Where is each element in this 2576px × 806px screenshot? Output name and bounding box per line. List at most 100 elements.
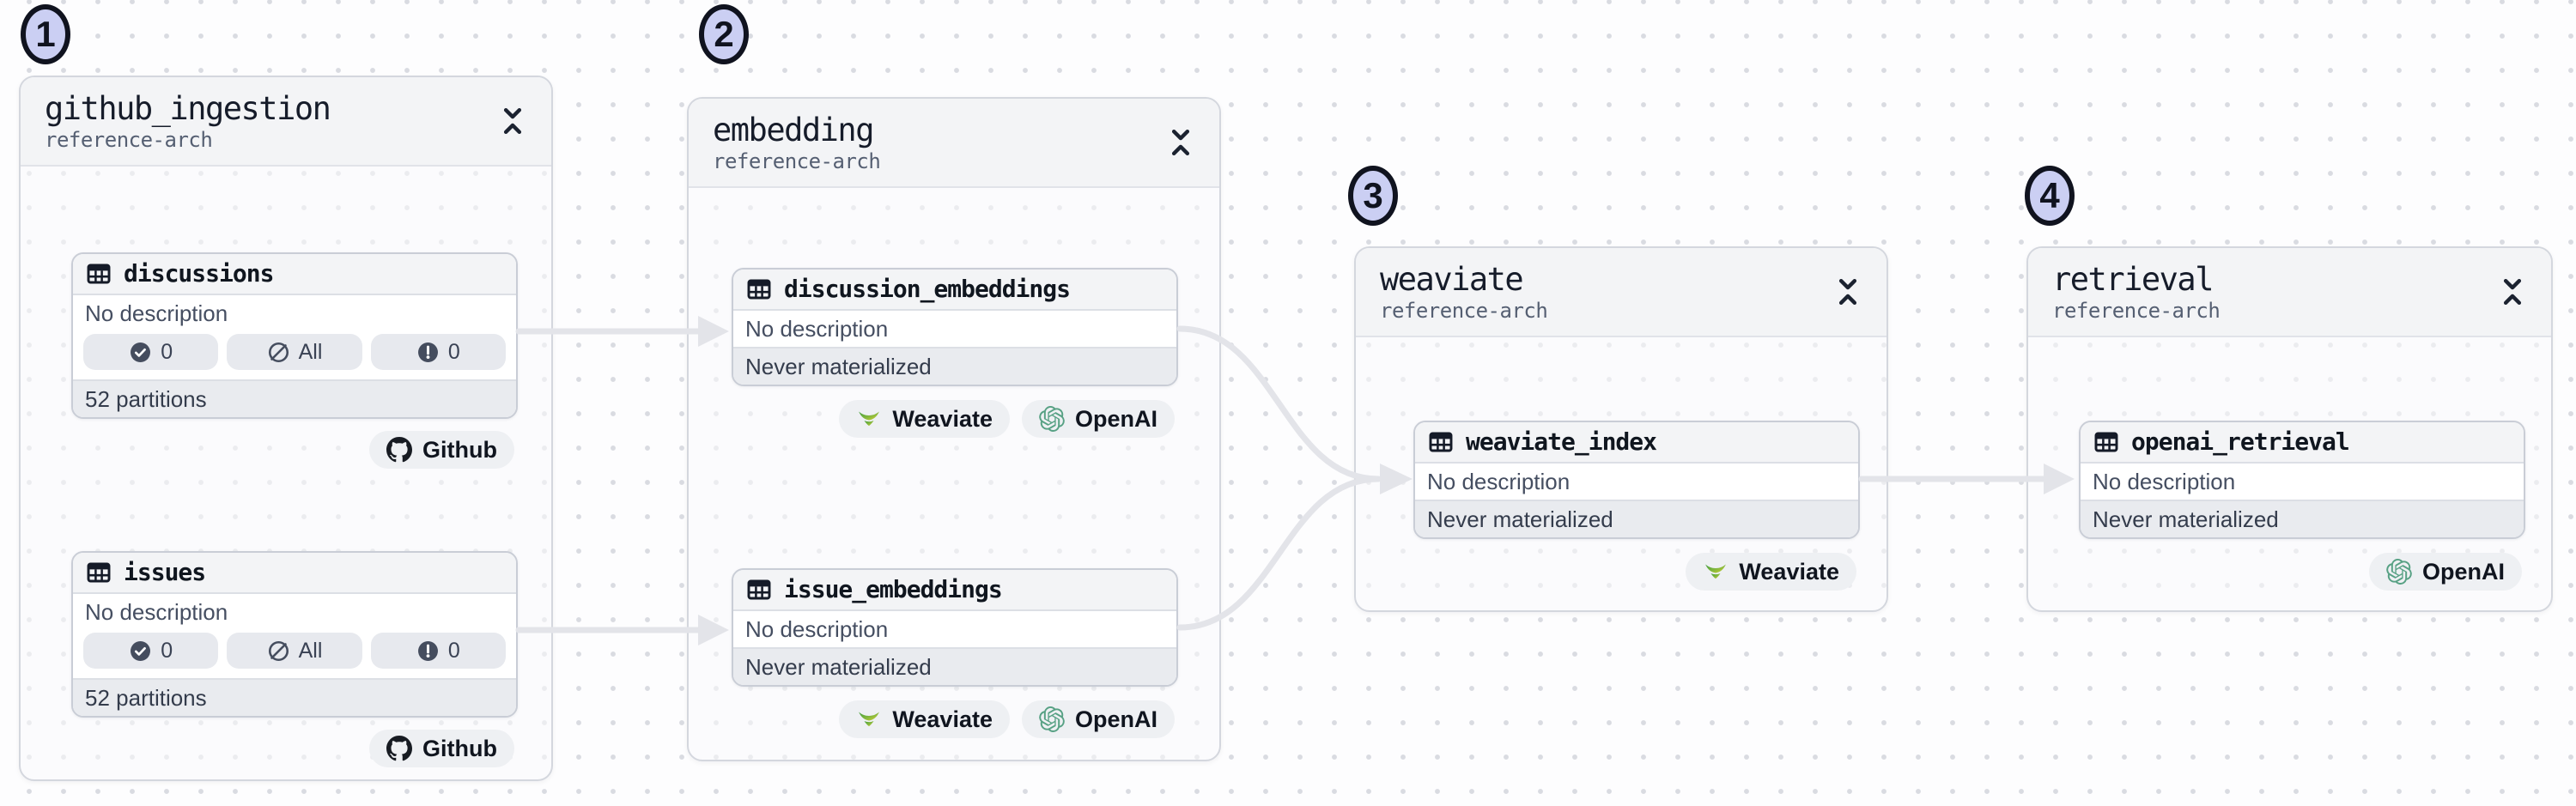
kind-tag-label: OpenAI — [1074, 405, 1157, 432]
collapse-icon — [1835, 276, 1861, 307]
group-header[interactable]: github_ingestion reference-arch — [21, 77, 551, 167]
asset-node-discussions[interactable]: discussions No description 0 All 0 — [71, 252, 518, 419]
checks-passed-pill[interactable]: 0 — [83, 334, 219, 370]
asset-description: No description — [733, 611, 1176, 647]
asset-status: Never materialized — [2081, 500, 2524, 537]
group-subtitle: reference-arch — [1380, 299, 1548, 323]
kind-tags-row: OpenAI — [2368, 553, 2522, 591]
asset-node-weaviate-index[interactable]: weaviate_index No description Never mate… — [1413, 421, 1860, 539]
asset-node-issue-embeddings[interactable]: issue_embeddings No description Never ma… — [732, 568, 1178, 687]
openai-icon — [1039, 406, 1065, 432]
table-icon — [1427, 428, 1455, 456]
slash-circle-icon — [267, 639, 290, 663]
group-subtitle: reference-arch — [45, 128, 213, 152]
step-circle-3: 3 — [1348, 166, 1398, 226]
kind-tag-openai[interactable]: OpenAI — [2368, 553, 2522, 591]
asset-card-header: openai_retrieval — [2081, 422, 2524, 464]
table-icon — [745, 576, 773, 603]
kind-tag-label: Github — [422, 735, 497, 761]
weaviate-icon — [1703, 559, 1728, 585]
alert-circle-icon — [416, 341, 440, 364]
slash-circle-icon — [267, 341, 290, 364]
asset-name: issue_embeddings — [784, 575, 1003, 603]
weaviate-icon — [856, 706, 882, 732]
asset-status: Never materialized — [733, 647, 1176, 685]
checks-failed-count: 0 — [447, 339, 460, 364]
kind-tag-label: Weaviate — [892, 706, 993, 732]
step-circle-2: 2 — [699, 4, 749, 64]
check-circle-icon — [129, 639, 152, 663]
asset-card-header: discussion_embeddings — [733, 270, 1176, 311]
group-header[interactable]: embedding reference-arch — [689, 99, 1219, 188]
asset-name: discussion_embeddings — [784, 275, 1071, 303]
group-title: embedding — [713, 112, 874, 148]
asset-description: No description — [733, 311, 1176, 347]
kind-tag-label: OpenAI — [1074, 706, 1157, 732]
table-icon — [2093, 428, 2120, 456]
checks-passed-pill[interactable]: 0 — [83, 633, 219, 669]
kind-tag-weaviate[interactable]: Weaviate — [839, 700, 1010, 738]
checks-failed-pill[interactable]: 0 — [370, 334, 506, 370]
group-titles: github_ingestion reference-arch — [45, 90, 331, 152]
collapse-icon — [2500, 276, 2525, 307]
group-body: discussions No description 0 All 0 — [21, 167, 551, 779]
group-titles: retrieval reference-arch — [2052, 261, 2221, 323]
group-subtitle: reference-arch — [2052, 299, 2221, 323]
asset-name: discussions — [124, 259, 274, 288]
kind-tags-row: Weaviate OpenAI — [839, 400, 1175, 438]
asset-group-embedding: embedding reference-arch discussion_embe… — [687, 97, 1221, 761]
asset-node-issues[interactable]: issues No description 0 All 0 — [71, 551, 518, 718]
asset-name: weaviate_index — [1466, 427, 1657, 456]
partitions-missing-pill[interactable]: All — [227, 633, 362, 669]
table-icon — [85, 260, 112, 288]
asset-name: openai_retrieval — [2131, 427, 2350, 456]
asset-group-weaviate: weaviate reference-arch weaviate_index N… — [1354, 246, 1888, 612]
github-icon — [386, 736, 412, 761]
asset-card-header: discussions — [73, 254, 516, 295]
collapse-icon — [500, 106, 526, 136]
kind-tag-weaviate[interactable]: Weaviate — [839, 400, 1010, 438]
group-body: discussion_embeddings No description Nev… — [689, 188, 1219, 760]
weaviate-icon — [856, 406, 882, 432]
asset-card-header: weaviate_index — [1415, 422, 1858, 464]
asset-description: No description — [73, 295, 516, 331]
check-circle-icon — [129, 341, 152, 364]
kind-tags-row: Github — [369, 730, 514, 767]
kind-tag-label: Github — [422, 436, 497, 463]
group-titles: weaviate reference-arch — [1380, 261, 1548, 323]
checks-passed-count: 0 — [161, 638, 173, 663]
collapse-group-button[interactable] — [1833, 275, 1862, 309]
checks-failed-pill[interactable]: 0 — [370, 633, 506, 669]
kind-tag-github[interactable]: Github — [369, 730, 514, 767]
kind-tags-row: Weaviate — [1686, 553, 1856, 591]
checks-passed-count: 0 — [161, 339, 173, 364]
step-circle-4: 4 — [2025, 166, 2075, 226]
collapse-group-button[interactable] — [2498, 275, 2527, 309]
group-body: weaviate_index No description Never mate… — [1356, 337, 1886, 610]
asset-description: No description — [1415, 464, 1858, 500]
checks-failed-count: 0 — [447, 638, 460, 663]
group-header[interactable]: weaviate reference-arch — [1356, 248, 1886, 337]
github-icon — [386, 437, 412, 463]
collapse-group-button[interactable] — [498, 104, 527, 138]
collapse-group-button[interactable] — [1166, 125, 1195, 160]
group-titles: embedding reference-arch — [713, 112, 881, 173]
group-header[interactable]: retrieval reference-arch — [2028, 248, 2551, 337]
kind-tag-openai[interactable]: OpenAI — [1021, 400, 1175, 438]
kind-tag-openai[interactable]: OpenAI — [1021, 700, 1175, 738]
asset-node-openai-retrieval[interactable]: openai_retrieval No description Never ma… — [2079, 421, 2525, 539]
partitions-missing-pill[interactable]: All — [227, 334, 362, 370]
asset-stats-row: 0 All 0 — [73, 630, 516, 678]
kind-tags-row: Weaviate OpenAI — [839, 700, 1175, 738]
kind-tag-weaviate[interactable]: Weaviate — [1686, 553, 1856, 591]
asset-node-discussion-embeddings[interactable]: discussion_embeddings No description Nev… — [732, 268, 1178, 386]
asset-partitions-footer: 52 partitions — [73, 678, 516, 716]
openai-icon — [1039, 706, 1065, 732]
kind-tag-github[interactable]: Github — [369, 431, 514, 469]
group-subtitle: reference-arch — [713, 149, 881, 173]
asset-description: No description — [73, 594, 516, 630]
group-title: retrieval — [2052, 261, 2214, 298]
table-icon — [745, 276, 773, 303]
asset-status: Never materialized — [1415, 500, 1858, 537]
